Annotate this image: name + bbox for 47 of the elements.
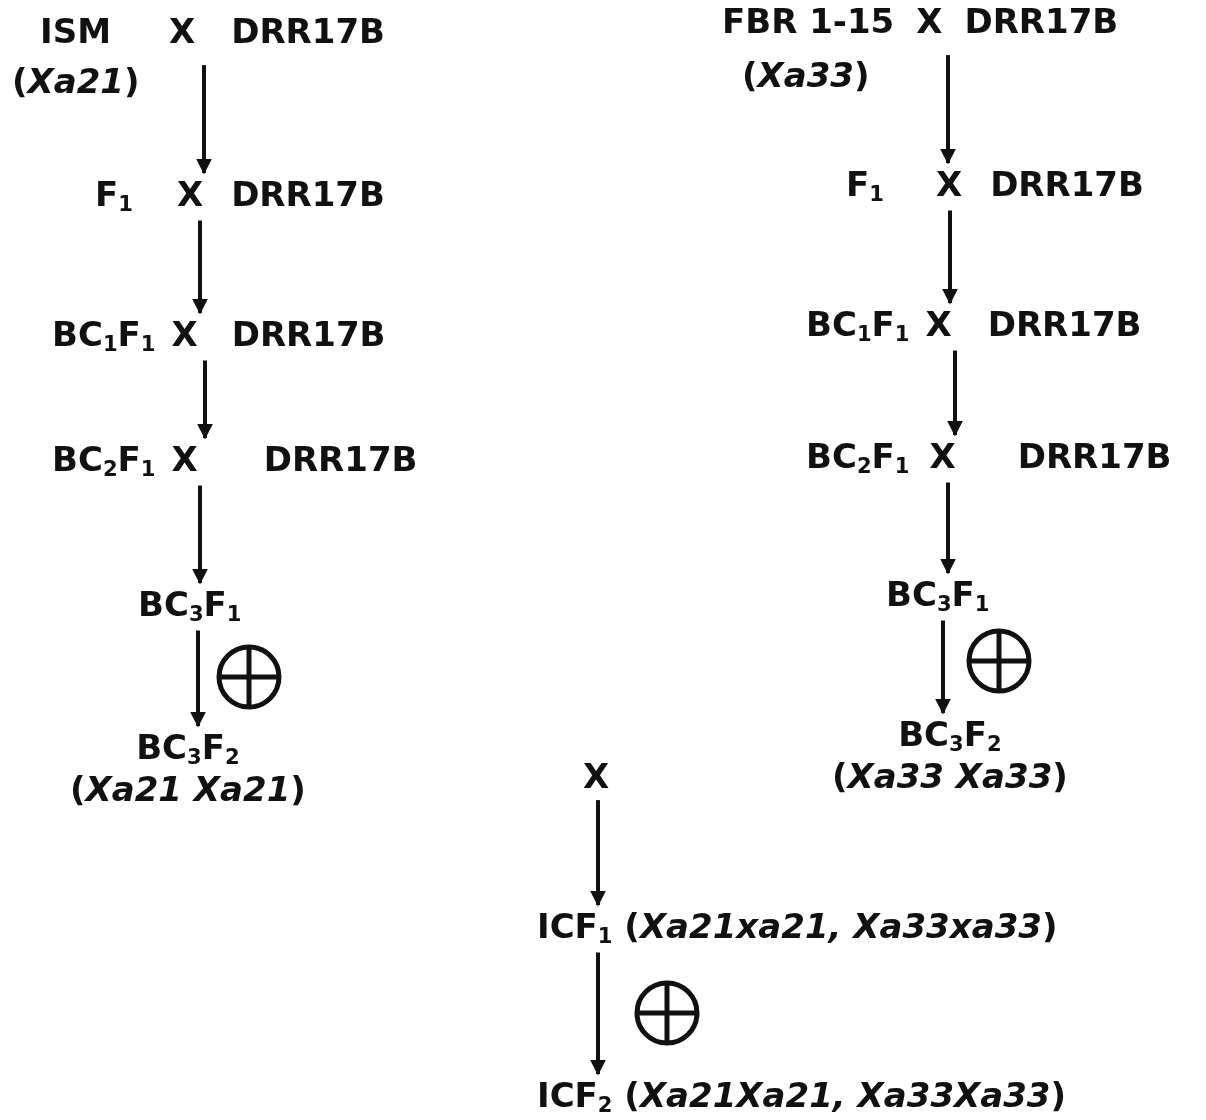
- arrow: [590, 800, 606, 907]
- cross-text: F$_{1}$: [846, 165, 884, 207]
- cross-text: BC$_{1}$F$_{1}$: [52, 315, 156, 357]
- cross-text: FBR 1-15: [722, 2, 895, 42]
- arrow: [196, 65, 212, 175]
- cross-text: X: [929, 437, 956, 477]
- arrow: [590, 952, 606, 1076]
- cross-text: X: [916, 2, 943, 42]
- cross-text: ICF$_{2}$ (Xa21Xa21, Xa33Xa33): [537, 1076, 1067, 1118]
- cross-text: DRR17B: [964, 2, 1119, 42]
- cross-text: F$_{1}$: [95, 175, 133, 217]
- cross-text: (Xa33 Xa33): [832, 756, 1068, 796]
- cross-text: DRR17B: [263, 440, 418, 480]
- cross-text: X: [925, 305, 952, 345]
- cross-text: BC$_{2}$F$_{1}$: [806, 437, 910, 479]
- arrow: [940, 55, 956, 165]
- cross-text: X: [171, 315, 198, 355]
- cross-text: BC$_{3}$F$_{1}$: [886, 575, 990, 617]
- arrow: [192, 485, 208, 585]
- cross-text: DRR17B: [1017, 437, 1172, 477]
- arrow: [942, 210, 958, 305]
- cross-text: X: [176, 175, 204, 215]
- arrow: [190, 630, 206, 728]
- cross-text: DRR17B: [987, 305, 1142, 345]
- cross-text: ICF$_{1}$ (Xa21xa21, Xa33xa33): [537, 907, 1058, 949]
- cross-text: X: [935, 165, 963, 205]
- genotype-text: (Xa33): [742, 56, 870, 96]
- arrow: [197, 360, 213, 440]
- arrow: [192, 220, 208, 315]
- arrow: [935, 620, 951, 715]
- cross-text: X: [171, 440, 198, 480]
- cross-text: DRR17B: [990, 165, 1144, 205]
- arrow: [947, 350, 963, 437]
- cross-text: BC$_{3}$F$_{1}$: [138, 585, 242, 627]
- cross-text: BC$_{1}$F$_{1}$: [806, 305, 910, 347]
- cross-text: X: [169, 12, 196, 52]
- cross-text: DRR17B: [231, 315, 386, 355]
- cross-text: DRR17B: [231, 175, 385, 215]
- genotype-text: (Xa21): [12, 62, 140, 102]
- cross-text: DRR17B: [231, 12, 386, 52]
- cross-text: (Xa21 Xa21): [70, 769, 306, 809]
- cross-text: BC$_{3}$F$_{2}$: [136, 728, 240, 770]
- cross-text: BC$_{3}$F$_{2}$: [898, 715, 1002, 757]
- arrow: [940, 482, 956, 575]
- cross-text: BC$_{2}$F$_{1}$: [52, 440, 156, 482]
- cross-text: ISM: [40, 12, 111, 52]
- cross-text: X: [583, 757, 610, 797]
